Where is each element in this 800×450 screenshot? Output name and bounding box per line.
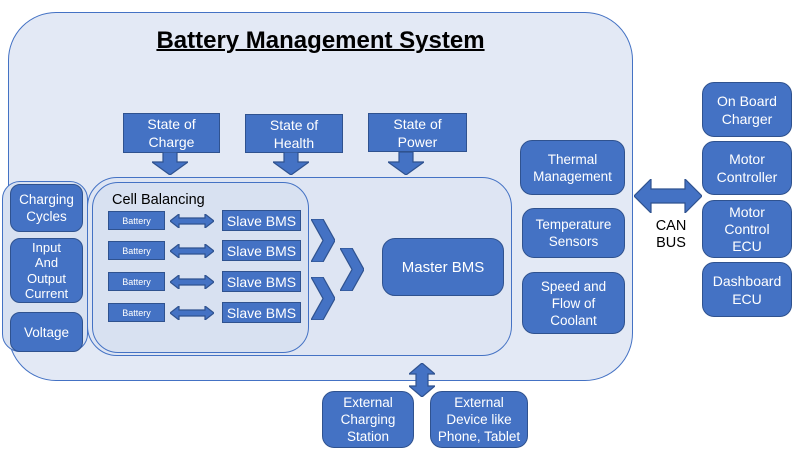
state-of-power-box: State of Power xyxy=(368,113,467,152)
double-arrow-horizontal-icon xyxy=(170,244,214,258)
coolant-flow-box: Speed and Flow of Coolant xyxy=(522,272,625,334)
dashboard-ecu-box: Dashboard ECU xyxy=(702,262,792,317)
voltage-box: Voltage xyxy=(10,312,83,352)
chevron-right-icon xyxy=(311,277,335,320)
slave-bms-box: Slave BMS xyxy=(222,271,301,292)
battery-box: Battery xyxy=(108,272,165,291)
down-arrow-icon xyxy=(152,152,188,175)
battery-box: Battery xyxy=(108,241,165,260)
slave-bms-box: Slave BMS xyxy=(222,210,301,231)
chevron-right-icon xyxy=(340,248,364,291)
external-charging-station-box: External Charging Station xyxy=(322,391,414,448)
cell-balancing-label: Cell Balancing xyxy=(112,192,205,208)
motor-controller-box: Motor Controller xyxy=(702,141,792,195)
slave-bms-box: Slave BMS xyxy=(222,240,301,261)
thermal-management-box: Thermal Management xyxy=(520,140,625,195)
double-arrow-vertical-icon xyxy=(409,363,435,397)
double-arrow-horizontal-icon xyxy=(634,179,702,213)
state-of-charge-box: State of Charge xyxy=(123,113,220,153)
double-arrow-horizontal-icon xyxy=(170,306,214,320)
can-bus-label: CAN BUS xyxy=(655,218,687,251)
down-arrow-icon xyxy=(273,152,309,175)
down-arrow-icon xyxy=(388,152,424,175)
battery-box: Battery xyxy=(108,211,165,230)
external-device-box: External Device like Phone, Tablet xyxy=(430,391,528,448)
on-board-charger-box: On Board Charger xyxy=(702,82,792,137)
battery-box: Battery xyxy=(108,303,165,322)
double-arrow-horizontal-icon xyxy=(170,275,214,289)
input-output-current-box: Input And Output Current xyxy=(10,238,83,303)
double-arrow-horizontal-icon xyxy=(170,214,214,228)
slave-bms-box: Slave BMS xyxy=(222,302,301,323)
charging-cycles-box: Charging Cycles xyxy=(10,184,83,232)
temperature-sensors-box: Temperature Sensors xyxy=(522,208,625,258)
state-of-health-box: State of Health xyxy=(245,114,343,153)
diagram-title: Battery Management System xyxy=(156,27,485,54)
motor-control-ecu-box: Motor Control ECU xyxy=(702,200,792,258)
chevron-right-icon xyxy=(311,219,335,262)
master-bms-box: Master BMS xyxy=(382,238,504,296)
